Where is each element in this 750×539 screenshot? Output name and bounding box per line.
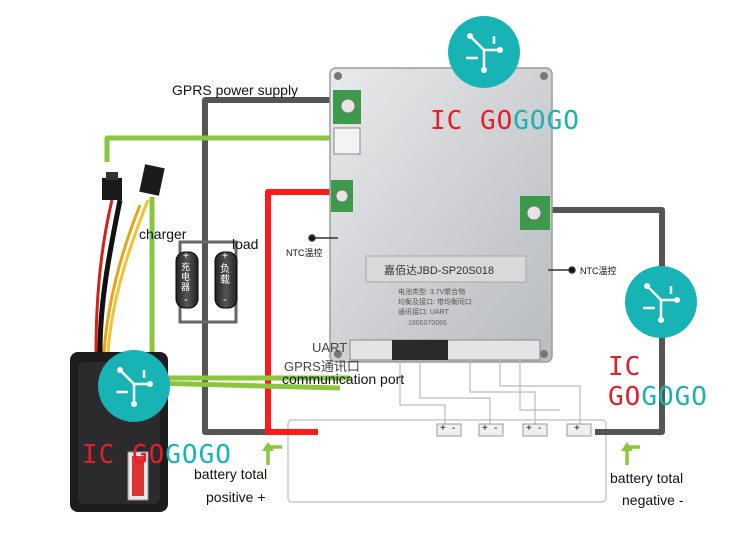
watermark-circle-top: [448, 16, 520, 88]
cell-terminal-2: [478, 423, 504, 437]
load-minus: -: [223, 294, 227, 306]
ntc-wires: [308, 234, 576, 274]
connector-white: [333, 127, 361, 155]
board-spec-3: 通讯接口: UART: [398, 309, 449, 316]
load-component: [214, 251, 238, 309]
cell-4-pos: +: [574, 423, 580, 434]
bms-board: [329, 67, 553, 363]
wire-gprs-power: [202, 97, 330, 435]
charger-text: 充电器: [181, 262, 191, 292]
connector-left: [102, 172, 122, 200]
label-gprs-comm: GPRS通讯口: [284, 359, 360, 374]
board-model: 嘉佰达JBD-SP20S018: [384, 265, 495, 277]
cell-3-neg: -: [538, 423, 542, 434]
label-charger: charger: [139, 226, 187, 242]
wire-green-top: [104, 135, 340, 162]
watermark-circle-right: [625, 266, 697, 338]
label-uart: UART: [312, 340, 348, 355]
label-bat-pos-1: battery total: [194, 466, 268, 482]
watermark-circle-left: [98, 350, 170, 422]
watermark-logo-right: IC GOGOGO: [608, 352, 708, 412]
cell-1-neg: -: [452, 423, 456, 434]
cell-terminal-3: [522, 423, 548, 437]
label-bat-neg-1: battery total: [610, 470, 684, 486]
charger-component: [175, 251, 199, 309]
battery-pack: [287, 419, 607, 503]
label-ntc-right: NTC温控: [580, 266, 617, 276]
load-text: 负载: [220, 264, 230, 286]
board-serial: 1806070066: [408, 320, 447, 327]
cell-3-pos: +: [526, 423, 532, 434]
wire-green-comm: [151, 380, 341, 391]
label-bat-neg-2: negative -: [622, 492, 684, 508]
watermark-logo-top: IC GOGOGO: [430, 106, 580, 136]
label-gprs-power: GPRS power supply: [172, 82, 299, 98]
charger-minus: -: [184, 294, 188, 306]
label-load: load: [232, 236, 259, 252]
board-spec-2: 均衡及接口: 带均衡同口: [398, 299, 472, 306]
cell-terminal-4: [566, 423, 592, 437]
label-ntc-left: NTC温控: [286, 248, 323, 258]
load-plus: +: [222, 251, 228, 262]
connector-right: [139, 164, 165, 196]
wire-red-positive: [265, 189, 330, 435]
cell-2-neg: -: [494, 423, 498, 434]
cell-terminal-1: [436, 423, 462, 437]
cell-1-pos: +: [440, 423, 446, 434]
label-bat-pos-2: positive +: [206, 489, 266, 505]
balance-leads: [399, 360, 581, 425]
label-comm-port: communication port: [282, 371, 405, 387]
watermark-logo-left: IC GOGOGO: [82, 440, 232, 470]
charger-plus: +: [183, 251, 189, 262]
board-spec-1: 电池类型: 3.7V聚合物: [398, 289, 466, 296]
cell-2-pos: +: [482, 423, 488, 434]
